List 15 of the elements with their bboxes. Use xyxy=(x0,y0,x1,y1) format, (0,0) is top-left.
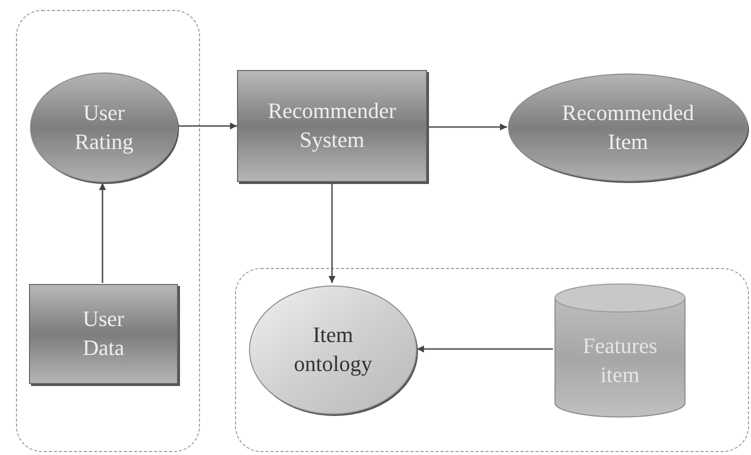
arrow xyxy=(178,122,237,130)
process-box xyxy=(29,284,178,384)
arrow xyxy=(427,124,507,130)
node-label: Recommender System xyxy=(266,97,398,154)
arrow xyxy=(417,346,553,352)
node-label: Item ontology xyxy=(292,321,374,378)
node-label: User Data xyxy=(82,305,126,362)
node-label: Features item xyxy=(582,332,658,388)
arrow xyxy=(99,183,106,283)
dashed-group-frame xyxy=(235,268,749,452)
node-label: Recommended Item xyxy=(561,98,695,156)
node-label: User Rating xyxy=(74,98,134,156)
process-box xyxy=(237,70,427,182)
arrow xyxy=(328,182,336,283)
dashed-group-frame xyxy=(16,10,200,452)
